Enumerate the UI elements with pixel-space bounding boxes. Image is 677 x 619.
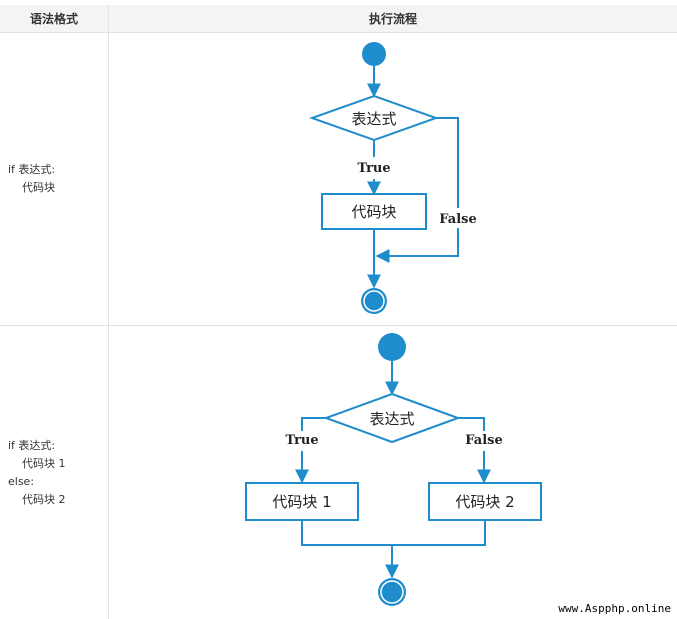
- code-line: 代码块 1: [8, 457, 66, 470]
- end-node-ring: [363, 290, 385, 312]
- end-node: [361, 288, 387, 314]
- watermark: www.Aspphp.online: [556, 602, 673, 615]
- code-line: if 表达式:: [8, 439, 56, 452]
- false-path: [375, 117, 459, 263]
- column-divider: [108, 5, 109, 619]
- code-line: if 表达式:: [8, 163, 56, 176]
- true-label: True: [357, 161, 390, 176]
- end-node-ring: [380, 580, 404, 604]
- row2-syntax: if 表达式: 代码块 1 else: 代码块 2: [8, 437, 65, 509]
- decision-label: 表达式: [351, 110, 396, 128]
- decision-node: [323, 392, 461, 444]
- row-divider: [0, 325, 677, 326]
- false-path: [458, 417, 485, 431]
- true-path: [301, 417, 326, 431]
- flowchart-if: 表达式 True 代码块 False: [309, 42, 484, 314]
- code-block-2-label: 代码块 2: [455, 493, 514, 511]
- code-block-1-label: 代码块 1: [272, 493, 331, 511]
- code-block-label: 代码块: [351, 203, 396, 221]
- decision-label: 表达式: [369, 410, 414, 428]
- merge-path: [301, 520, 486, 546]
- start-node: [362, 42, 386, 66]
- code-line: else:: [8, 475, 35, 488]
- end-node: [378, 578, 406, 606]
- false-label-bg: [432, 208, 484, 228]
- flowchart-if-else: 表达式 True False 代码块 1 代码块 2: [245, 333, 542, 606]
- true-label: True: [285, 433, 318, 448]
- row1-syntax: if 表达式: 代码块: [8, 161, 55, 197]
- header-flow: 执行流程: [109, 5, 677, 33]
- code-block-node: [321, 193, 427, 230]
- false-label: False: [465, 433, 502, 448]
- false-label: False: [439, 212, 476, 227]
- header-syntax: 语法格式: [0, 5, 108, 33]
- code-line: 代码块 2: [8, 493, 66, 506]
- start-node: [378, 333, 406, 361]
- code-line: 代码块: [8, 181, 55, 194]
- code-block-2-node: [428, 482, 542, 521]
